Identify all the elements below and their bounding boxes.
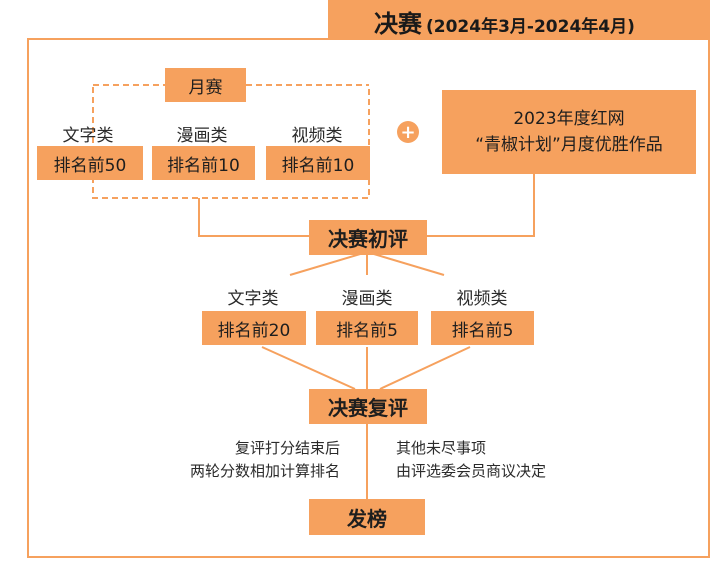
announce-box: 发榜 xyxy=(309,499,425,535)
note-right-line1: 其他未尽事项 xyxy=(396,439,487,457)
second-review-label: 决赛复评 xyxy=(328,396,408,420)
line-monthly-to-first-review xyxy=(198,198,309,237)
second-review-note-left: 复评打分结束后 两轮分数相加计算排名 xyxy=(150,437,340,483)
first-rank-video: 排名前5 xyxy=(431,311,534,345)
monthly-rank-video: 排名前10 xyxy=(266,146,370,180)
works-2023-line2: “青椒计划”月度优胜作品 xyxy=(475,135,663,155)
note-right-line2: 由评选委会员商议决定 xyxy=(396,462,547,480)
monthly-dashed-group xyxy=(92,84,370,199)
works-2023-line1: 2023年度红网 xyxy=(513,109,625,129)
line-works-to-first-review xyxy=(427,174,535,237)
monthly-contest-box: 月赛 xyxy=(165,68,246,102)
line-video-to-second xyxy=(379,346,471,390)
diagram-frame xyxy=(27,38,710,558)
first-rank-video-label: 排名前5 xyxy=(451,320,514,341)
monthly-rank-comic: 排名前10 xyxy=(152,146,255,180)
monthly-rank-text-label: 排名前50 xyxy=(53,155,127,176)
first-review-box: 决赛初评 xyxy=(309,220,427,255)
plus-icon: + xyxy=(397,121,419,143)
monthly-rank-text: 排名前50 xyxy=(37,146,143,180)
note-left-line1: 复评打分结束后 xyxy=(234,439,340,457)
page-title: 决赛(2024年3月-2024年4月) xyxy=(374,4,635,39)
first-category-comic: 漫画类 xyxy=(341,289,393,309)
monthly-category-comic: 漫画类 xyxy=(176,126,228,146)
first-rank-comic: 排名前5 xyxy=(316,311,418,345)
first-rank-text-label: 排名前20 xyxy=(217,320,291,341)
line-text-to-second xyxy=(261,346,356,390)
header-bar xyxy=(328,0,710,38)
second-review-box: 决赛复评 xyxy=(309,389,427,424)
title-date-range: (2024年3月-2024年4月) xyxy=(426,17,635,37)
first-rank-comic-label: 排名前5 xyxy=(336,320,398,341)
first-category-text: 文字类 xyxy=(227,289,279,309)
first-review-label: 决赛初评 xyxy=(328,227,408,251)
monthly-contest-label: 月赛 xyxy=(188,77,223,98)
announce-label: 发榜 xyxy=(347,506,387,531)
monthly-rank-video-label: 排名前10 xyxy=(281,155,355,176)
note-left-line2: 两轮分数相加计算排名 xyxy=(189,462,340,480)
works-2023-box: 2023年度红网 “青椒计划”月度优胜作品 xyxy=(442,90,696,174)
second-review-note-right: 其他未尽事项 由评选委会员商议决定 xyxy=(396,437,596,483)
monthly-category-video: 视频类 xyxy=(291,126,343,146)
title-main: 决赛 xyxy=(374,10,422,38)
monthly-category-text: 文字类 xyxy=(62,126,114,146)
line-first-to-video xyxy=(366,251,445,276)
first-category-video: 视频类 xyxy=(456,289,508,309)
line-first-to-text xyxy=(289,251,368,276)
first-rank-text: 排名前20 xyxy=(202,311,306,345)
monthly-rank-comic-label: 排名前10 xyxy=(167,155,240,176)
